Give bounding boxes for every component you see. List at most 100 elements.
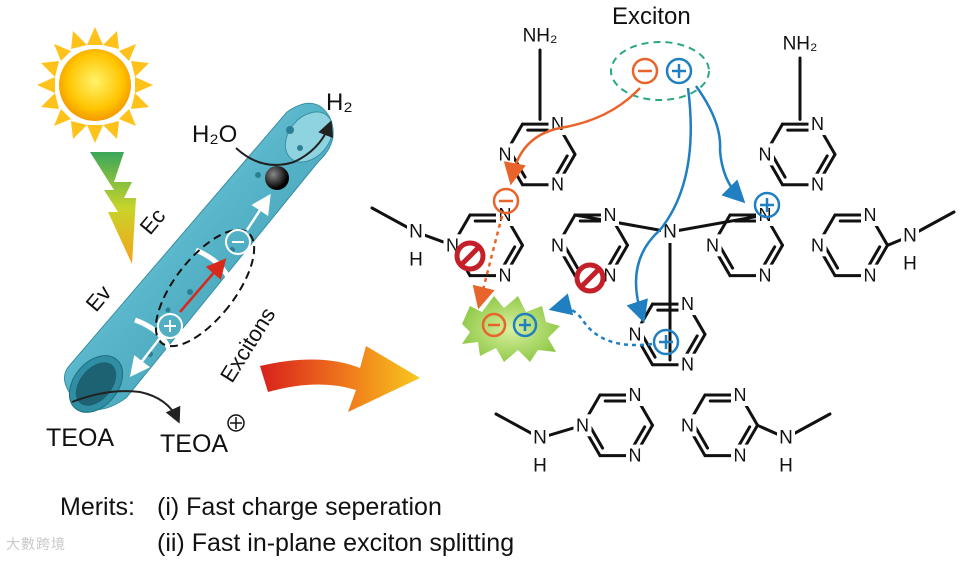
merits-line-1: Merits: (i) Fast charge seperation: [60, 493, 442, 522]
teoa-oxidation-arrow: [71, 390, 181, 424]
bond: [573, 213, 672, 234]
amine-nitrogen-label: N: [409, 222, 423, 243]
amine-right-label: NH₂: [783, 34, 818, 55]
atom-label-background: [678, 353, 697, 376]
ring-nitrogen-label: N: [551, 235, 564, 255]
forbidden-icon-1: [454, 240, 486, 272]
h2o-label: H₂O: [192, 121, 237, 148]
atom-label-background: [731, 384, 749, 406]
amine-h-label: H: [779, 456, 793, 477]
atom-label-background: [496, 204, 514, 226]
double-bond: [735, 425, 752, 450]
atom-label-background: [808, 173, 827, 196]
atom-label-background: [626, 444, 644, 467]
ring-nitrogen-label: N: [576, 415, 589, 435]
atom-label-background: [407, 221, 425, 243]
hole-transfer-arrow: [129, 337, 161, 377]
double-bond: [693, 425, 710, 450]
bond: [668, 213, 767, 234]
atom-label-background: [808, 234, 827, 257]
double-bond: [718, 245, 735, 270]
atom-label-background: [756, 204, 774, 226]
amine-nitrogen-label: N: [533, 428, 547, 449]
ring-nitrogen-label: N: [499, 144, 512, 164]
double-bond: [683, 334, 699, 359]
atom-label-background: [661, 221, 679, 243]
atom-label-background: [573, 414, 592, 437]
double-bond: [605, 245, 622, 270]
forbidden-icon-2: [574, 262, 606, 294]
exciton-electron-icon: [631, 57, 659, 85]
atom-label-background: [756, 264, 774, 287]
ring-nitrogen-label: N: [811, 235, 824, 255]
merits-line-2: (ii) Fast in-plane exciton splitting: [60, 529, 514, 558]
ring-nitrogen-label: N: [499, 205, 512, 225]
double-bond: [813, 154, 829, 179]
electron-recombination-arrow: [472, 215, 504, 310]
electron-on-tube: [225, 229, 251, 255]
hole-recombination-arrow: [548, 293, 653, 347]
atom-label-background: [901, 253, 919, 275]
double-bond: [553, 154, 569, 179]
amine-h-label: H: [409, 250, 423, 271]
amine-nitrogen-label: N: [779, 428, 793, 449]
ring-nitrogen-label: N: [734, 385, 747, 405]
transition-arrow: [260, 346, 420, 412]
atom-label-background: [548, 234, 567, 257]
blob-electron-icon: [481, 312, 507, 338]
oxidized-plus-icon: [227, 414, 245, 432]
ring-nitrogen-label: N: [811, 175, 824, 195]
electron-transfer-arrow: [245, 193, 271, 231]
amine-nitrogen-label: N: [903, 226, 917, 247]
h2-label: H₂: [326, 89, 353, 116]
double-bond: [563, 245, 580, 270]
recombination-blob: [462, 296, 560, 362]
cocatalyst-particle: [265, 166, 289, 190]
ring-nitrogen-label: N: [499, 266, 512, 286]
water-reduction-arrow: [235, 120, 334, 166]
double-bond: [771, 154, 787, 179]
atom-label-background: [407, 249, 425, 271]
double-bond: [823, 245, 840, 270]
ring-nitrogen-label: N: [681, 294, 694, 314]
merits-label: Merits:: [60, 493, 135, 521]
ring-nitrogen-label: N: [864, 205, 877, 225]
ring-nitrogen-label: N: [734, 446, 747, 466]
ring-nitrogen-label: N: [759, 266, 772, 286]
conduction-band-label: Ec: [135, 203, 171, 239]
atom-label-background: [601, 264, 619, 287]
exciton-hole-icon: [665, 57, 693, 85]
atom-label-background: [678, 414, 697, 437]
atom-label-background: [531, 427, 549, 449]
electron-path-arrow: [503, 87, 641, 186]
exciton-pair-ellipse: [610, 41, 710, 101]
atom-label-background: [626, 384, 644, 406]
hole-path-arrow-1: [694, 85, 746, 204]
ring-nitrogen-label: N: [629, 324, 642, 344]
amine-left-label: NH₂: [523, 26, 558, 47]
ring-nitrogen-label: N: [811, 114, 824, 134]
merit-item-1: (i) Fast charge seperation: [157, 493, 442, 521]
separated-hole-icon-1: [753, 191, 781, 219]
ring-nitrogen-label: N: [629, 385, 642, 405]
exciton-ellipse: [154, 228, 256, 348]
amine-h-label: H: [903, 254, 917, 275]
atom-label-background: [496, 143, 514, 166]
atom-label-background: [548, 173, 567, 196]
ring-nitrogen-label: N: [551, 114, 564, 134]
teoa-oxidized-label: TEOA: [160, 430, 228, 458]
ring-nitrogen-label: N: [706, 235, 719, 255]
separated-hole-icon-2: [652, 328, 680, 356]
atom-label-background: [626, 323, 644, 346]
atom-label-background: [756, 143, 774, 166]
atom-label-background: [703, 234, 722, 257]
separated-electron-icon: [492, 187, 520, 215]
atom-label-background: [731, 444, 749, 467]
atom-label-background: [777, 427, 795, 449]
atom-label-background: [808, 113, 827, 136]
ring-nitrogen-label: N: [864, 266, 877, 286]
separation-arrow: [179, 258, 227, 313]
bridging-nitrogen-label: N: [663, 222, 677, 243]
double-bond: [500, 245, 517, 270]
